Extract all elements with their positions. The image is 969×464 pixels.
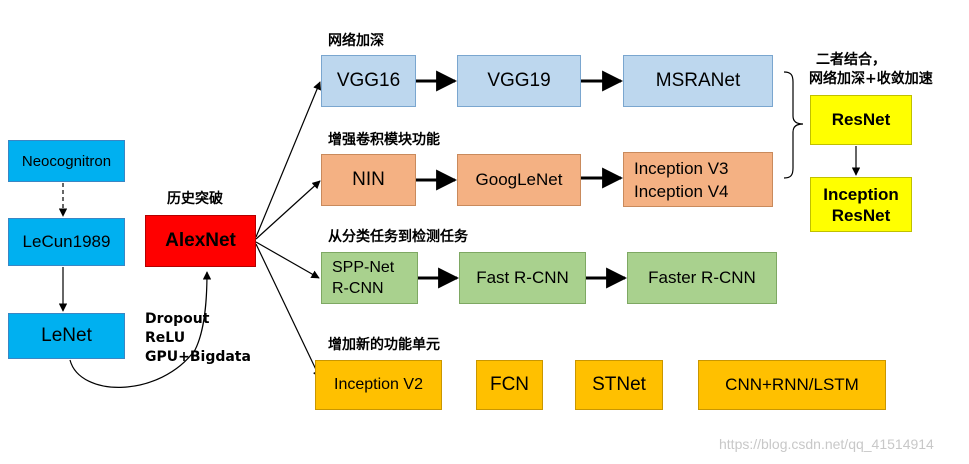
node-vgg16: VGG16 — [321, 55, 416, 107]
node-neocognitron: Neocognitron — [8, 140, 125, 182]
node-inception-resnet-label-2: ResNet — [831, 205, 891, 225]
node-fcn-label: FCN — [489, 374, 530, 395]
node-inception-v2-label: Inception V2 — [334, 376, 423, 393]
node-nin: NIN — [321, 154, 416, 206]
node-inception-v2: Inception V2 — [315, 360, 442, 410]
node-inception-v4-label: Inception V4 — [634, 181, 729, 201]
node-resnet: ResNet — [810, 95, 912, 145]
arrow-alexnet-to-vgg16 — [255, 81, 321, 238]
label-gpu-bigdata: GPU+Bigdata — [145, 349, 251, 365]
node-faster-rcnn: Faster R-CNN — [627, 252, 777, 304]
watermark: https://blog.csdn.net/qq_41514914 — [719, 436, 934, 452]
node-lecun1989-label: LeCun1989 — [22, 232, 111, 251]
node-vgg19-label: VGG19 — [487, 70, 551, 91]
node-fast-rcnn: Fast R-CNN — [459, 252, 586, 304]
node-cnn-rnn-lstm: CNN+RNN/LSTM — [698, 360, 886, 410]
arrow-alexnet-to-inception-v2 — [255, 243, 321, 379]
node-sppnet-label: SPP-Net — [332, 259, 395, 276]
label-relu: ReLU — [145, 330, 186, 346]
arrow-alexnet-to-sppnet — [255, 241, 320, 279]
node-inception-v3v4: Inception V3 Inception V4 — [623, 152, 773, 207]
node-vgg19: VGG19 — [457, 55, 581, 107]
label-new-units: 增加新的功能单元 — [328, 337, 440, 353]
node-rcnn-label: R-CNN — [332, 280, 384, 297]
node-alexnet-label: AlexNet — [165, 230, 236, 251]
label-breakthrough: 历史突破 — [167, 191, 223, 207]
node-faster-rcnn-label: Faster R-CNN — [648, 268, 756, 287]
node-stnet-label: STNet — [592, 374, 646, 395]
node-googlenet-label: GoogLeNet — [475, 170, 563, 189]
node-lenet: LeNet — [8, 313, 125, 359]
arrow-alexnet-to-nin — [255, 180, 321, 240]
node-lenet-label: LeNet — [41, 325, 92, 346]
label-cls-to-det: 从分类任务到检测任务 — [328, 229, 468, 245]
node-stnet: STNet — [575, 360, 663, 410]
node-sppnet-rcnn: SPP-Net R-CNN — [321, 252, 418, 304]
node-fast-rcnn-label: Fast R-CNN — [476, 268, 569, 287]
node-nin-label: NIN — [352, 169, 385, 190]
node-msranet-label: MSRANet — [655, 70, 741, 91]
node-msranet: MSRANet — [623, 55, 773, 107]
label-combine-1: 二者结合， — [816, 52, 886, 68]
label-combine-2: 网络加深+收敛加速 — [809, 71, 933, 87]
label-deeper: 网络加深 — [328, 33, 384, 49]
node-fcn: FCN — [476, 360, 543, 410]
node-lecun1989: LeCun1989 — [8, 218, 125, 266]
node-googlenet: GoogLeNet — [457, 154, 581, 206]
node-vgg16-label: VGG16 — [336, 70, 401, 91]
node-inception-resnet: Inception ResNet — [810, 177, 912, 232]
node-alexnet: AlexNet — [145, 215, 256, 267]
node-resnet-label: ResNet — [831, 110, 891, 129]
node-inception-v3-label: Inception V3 — [634, 158, 729, 178]
label-conv-module: 增强卷积模块功能 — [328, 132, 440, 148]
arrow-lenet-to-alexnet — [69, 271, 212, 388]
node-neocognitron-label: Neocognitron — [21, 152, 112, 170]
label-dropout: Dropout — [145, 311, 210, 327]
node-cnn-rnn-lstm-label: CNN+RNN/LSTM — [725, 375, 859, 394]
node-inception-resnet-label-1: Inception — [823, 184, 899, 204]
combine-bracket — [783, 71, 804, 179]
